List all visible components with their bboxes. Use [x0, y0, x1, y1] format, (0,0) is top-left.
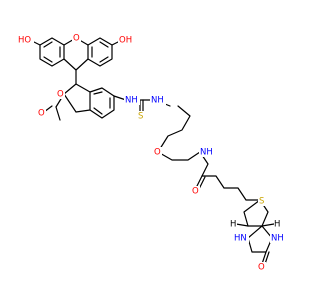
phthalide-fused-bonds — [63, 93, 91, 113]
imidazolidinone-ring — [247, 225, 273, 253]
label-o-amide: O — [192, 187, 199, 197]
label-o-urea: O — [258, 263, 265, 273]
label-nh-thiourea-1: NH — [125, 96, 138, 106]
stereo-hydrogen-bonds — [235, 223, 275, 227]
label-o-carbonyl: O — [38, 109, 45, 119]
label-ho-left: HO — [18, 36, 31, 46]
thiocarbonyl-double-bond — [139, 99, 144, 113]
ethylene-glycol-chain-2 — [157, 151, 201, 161]
label-nh-biotin-1: NH — [271, 234, 284, 244]
phthalide-double-bonds — [93, 91, 111, 115]
label-oh-right: OH — [119, 36, 132, 46]
left-ring-double-bonds — [43, 41, 61, 63]
label-nh-amide: NH — [200, 148, 213, 158]
valeric-chain — [201, 175, 261, 201]
label-o-xanthene: O — [73, 34, 80, 44]
label-nh-thiourea-2: NH — [151, 96, 164, 106]
label-nh-biotin-2: HN — [234, 234, 247, 244]
label-h-stereo-left: H — [230, 220, 236, 230]
label-s-thiophane: S — [259, 197, 264, 207]
bond-lines — [29, 37, 275, 265]
label-o-lactone: O — [57, 90, 64, 100]
lactone-carbonyl — [43, 105, 61, 121]
molecule-diagram: HO OH O O O NH NH S O NH O S NH HN H H O — [18, 33, 286, 273]
label-h-stereo-right: H — [274, 220, 280, 230]
structure-svg: HO OH O O O NH NH S O NH O S NH HN H H O — [18, 33, 286, 273]
atom-labels: HO OH O O O NH NH S O NH O S NH HN H H O — [18, 33, 286, 273]
ethylene-glycol-chain-1 — [157, 105, 191, 153]
thiophane-ring — [243, 199, 269, 227]
right-ring-double-bonds — [91, 41, 109, 63]
label-o-ether: O — [154, 148, 161, 158]
label-s-thiocarbonyl: S — [138, 112, 143, 122]
